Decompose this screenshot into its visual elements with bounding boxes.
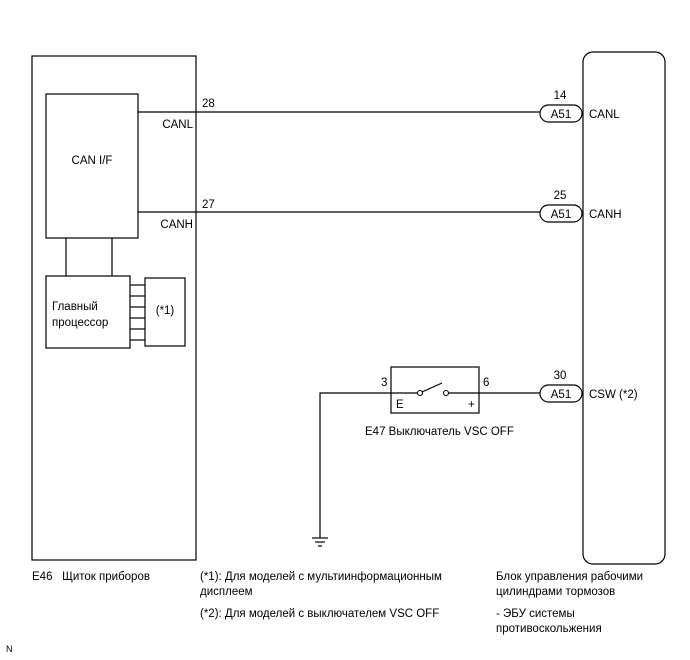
connector-label-csw: A51 xyxy=(551,389,571,401)
skid-ecu-label-line4: противоскольжения xyxy=(496,623,602,635)
vsc-off-switch-box xyxy=(390,366,480,414)
left-pin-canl: 28 xyxy=(202,98,215,110)
instrument-cluster-name: Щиток приборов xyxy=(62,571,150,583)
instrument-cluster-code: E46 xyxy=(32,571,53,583)
left-pin-canh: 27 xyxy=(202,199,215,211)
right-pin-canh: 25 xyxy=(554,190,567,202)
left-sig-canl: CANL xyxy=(162,119,193,131)
can-if-block xyxy=(45,93,139,239)
instrument-cluster-box xyxy=(31,55,197,561)
display-note-ref: (*1) xyxy=(156,305,175,317)
note-1-line1: (*1): Для моделей с мультиинформационным xyxy=(200,571,442,583)
right-pin-csw: 30 xyxy=(554,370,567,382)
note-2: (*2): Для моделей с выключателем VSC OFF xyxy=(200,608,440,620)
processor-bus-lines xyxy=(130,284,145,341)
connector-label-canh: A51 xyxy=(551,209,571,221)
processor-label-line2: процессор xyxy=(52,317,108,329)
processor-label-line1: Главный xyxy=(52,301,98,313)
right-sig-canl: CANL xyxy=(589,109,620,121)
right-sig-csw: CSW (*2) xyxy=(589,389,638,401)
can-if-label: CAN I/F xyxy=(72,155,113,167)
skid-control-ecu-box xyxy=(582,51,666,565)
ground-icon xyxy=(312,537,328,547)
switch-pin-right: 6 xyxy=(483,377,489,389)
ground-wire xyxy=(319,392,391,538)
skid-ecu-label-line3: - ЭБУ системы xyxy=(496,608,575,620)
display-block xyxy=(144,277,186,347)
connector-a51-csw: A51 xyxy=(539,384,583,403)
right-sig-canh: CANH xyxy=(589,209,622,221)
connector-label-canl: A51 xyxy=(551,109,571,121)
skid-ecu-label-line1: Блок управления рабочими xyxy=(496,571,644,583)
instrument-cluster-label: E46 Щиток приборов xyxy=(32,570,150,584)
skid-ecu-label-line2: цилиндрами тормозов xyxy=(496,586,616,598)
main-processor-block xyxy=(45,275,131,349)
corner-mark: N xyxy=(6,644,13,654)
connector-a51-canh: A51 xyxy=(539,204,583,223)
left-sig-canh: CANH xyxy=(160,219,193,231)
connector-a51-canl: A51 xyxy=(539,104,583,123)
switch-term-plus: + xyxy=(468,399,475,411)
switch-pin-left: 3 xyxy=(381,377,387,389)
switch-label: E47 Выключатель VSC OFF xyxy=(365,426,514,438)
switch-contact-symbol xyxy=(391,382,479,397)
note-1-line2: дисплеем xyxy=(200,586,253,598)
right-pin-canl: 14 xyxy=(554,90,567,102)
switch-term-e: E xyxy=(396,399,404,411)
